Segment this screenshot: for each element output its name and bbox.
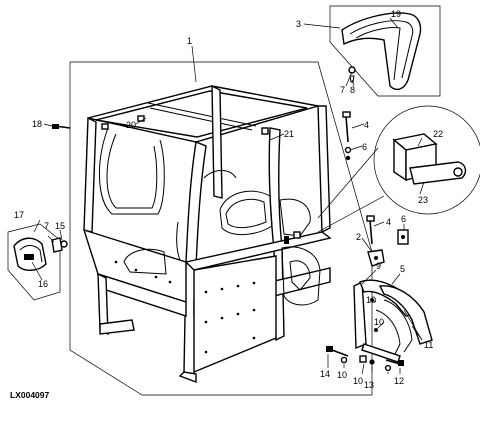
callout-13: 13 [364,380,374,390]
callout-15: 15 [55,221,65,231]
callout-18: 18 [32,119,42,129]
callout-10-b: 10 [353,376,363,386]
callout-5: 5 [400,264,405,274]
callout-21: 21 [284,129,294,139]
assembly-outline [69,61,373,396]
callout-19: 19 [391,9,401,19]
callout-11: 11 [424,340,433,350]
callout-4-upper: 4 [364,120,369,130]
callout-6-lower: 6 [401,214,406,224]
callout-7-upper: 7 [340,85,345,95]
panel-rivets [114,260,256,354]
callout-8: 8 [350,85,355,95]
callout-23: 23 [418,195,428,205]
bolt-18 [52,124,71,129]
callout-10-a: 10 [337,370,347,380]
door-handle-17 [7,223,68,301]
callout-1: 1 [187,36,192,46]
callout-4-lower: 4 [386,217,391,227]
callout-22: 22 [433,129,443,139]
stud-4-lower [366,215,409,245]
leader-lines [31,17,425,375]
callout-2: 2 [356,232,361,242]
inset-bracket-22 [317,105,480,233]
stud-4-upper [342,111,352,161]
bracket-2 [367,249,385,267]
callout-9: 9 [376,261,381,271]
callout-3: 3 [296,19,301,29]
callout-12: 12 [394,376,404,386]
callout-10-c: 10 [366,295,376,305]
callout-17: 17 [14,210,24,220]
callout-16: 16 [38,279,48,289]
callout-14: 14 [320,369,330,379]
guard-assembly [353,279,433,363]
bolts-lower [326,346,404,372]
callout-20: 20 [126,120,136,130]
cab-frame [82,84,332,384]
inset-seal-19 [329,5,441,97]
callout-7-lower: 7 [44,221,49,231]
callout-10-d: 10 [374,317,384,327]
reference-code: LX004097 [10,390,49,400]
callout-labels: 1 2 3 4 4 5 6 6 7 7 8 9 10 10 10 10 11 1… [14,9,443,390]
callout-6-upper: 6 [362,142,367,152]
